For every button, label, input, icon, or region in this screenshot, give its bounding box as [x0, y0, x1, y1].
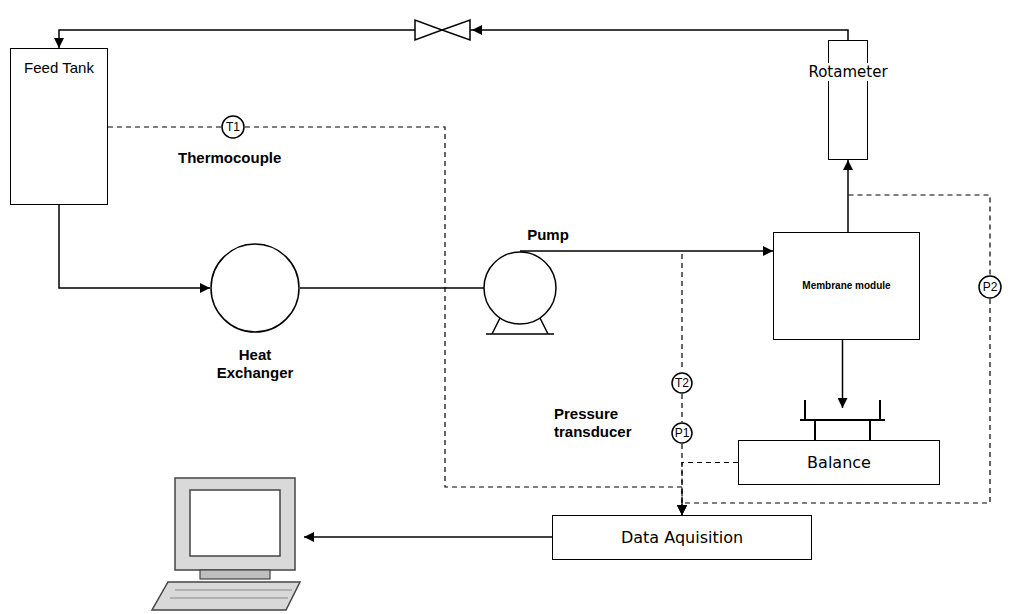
computer-icon — [152, 478, 300, 610]
node-label: Feed Tank — [24, 59, 94, 77]
sensor-circle: P2 — [978, 275, 1002, 299]
node-label: P2 — [983, 280, 998, 294]
node-label: Pump — [518, 226, 578, 244]
sensor-label: Thermocouple — [178, 149, 318, 167]
balance-box: Balance — [738, 440, 940, 485]
heat-exchanger-circle: Heat Exchanger — [210, 243, 300, 333]
flow-line — [842, 340, 844, 408]
circle-outline — [483, 251, 557, 325]
node-label: Rotameter — [805, 63, 890, 81]
node-label: P1 — [675, 426, 690, 440]
signal-line — [108, 126, 221, 127]
label-text: Pressure transducer — [554, 405, 654, 441]
node-label: T2 — [675, 376, 689, 390]
sensor-label: Pressure transducer — [554, 405, 654, 441]
circle-outline — [210, 243, 300, 333]
daq-box: Data Aquisition — [552, 515, 812, 560]
node-label: Data Aquisition — [621, 528, 743, 547]
membrane-box: Membrane module — [773, 232, 920, 340]
signal-line — [682, 463, 738, 516]
output-arrow — [304, 536, 552, 538]
label-text: Thermocouple — [178, 149, 318, 167]
signal-line — [681, 394, 682, 422]
sensor-circle: T2 — [671, 372, 693, 394]
flow-line — [59, 205, 210, 288]
node-label: T1 — [226, 120, 240, 134]
node-label: Membrane module — [802, 280, 890, 292]
sensor-circle: P1 — [671, 422, 693, 444]
node-label: Heat Exchanger — [205, 346, 305, 382]
flow-line — [847, 160, 849, 232]
rotameter-box: Rotameter — [828, 40, 868, 160]
tank-box: Feed Tank — [10, 48, 108, 205]
sensor-circle: T1 — [221, 115, 245, 139]
balance-pan — [800, 400, 885, 440]
node-label: Balance — [807, 453, 871, 472]
valve-symbol — [415, 20, 482, 40]
flow-line — [520, 250, 773, 252]
pump-circle: Pump — [483, 251, 557, 325]
signal-line — [245, 127, 682, 515]
signal-line — [681, 254, 682, 371]
